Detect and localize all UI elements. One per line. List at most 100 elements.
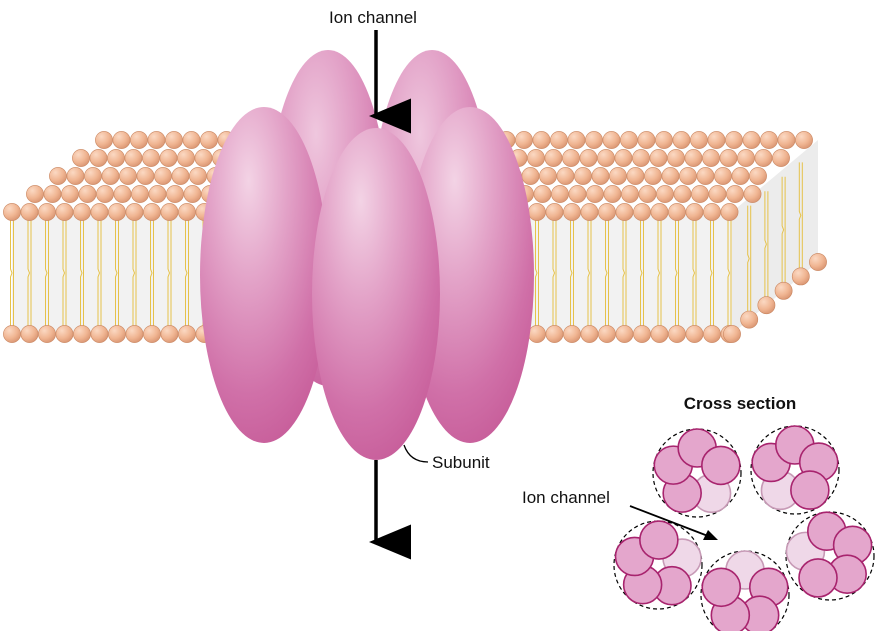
lipid-head-top: [650, 203, 669, 221]
lipid-head-top: [183, 185, 202, 203]
lipid-head-top: [147, 131, 166, 149]
lipid-head-bottom: [125, 325, 144, 343]
lipid-head-top: [194, 149, 213, 167]
lipid-tail: [97, 220, 102, 326]
lipid-head-top: [3, 203, 21, 221]
subunit-label: Subunit: [432, 453, 490, 472]
cross-ion-channel-label: Ion channel: [522, 488, 610, 507]
lipid-head-top: [626, 167, 645, 185]
lipid-head-top: [632, 149, 650, 167]
lipid-head-top: [597, 149, 615, 167]
lipid-tail: [27, 220, 32, 326]
lipid-head-top: [615, 203, 634, 221]
lipid-head-top: [649, 149, 668, 167]
lipid-head-top: [679, 167, 697, 185]
lipid-head-top: [171, 167, 190, 185]
lipid-head-top: [556, 167, 575, 185]
lipid-head-top: [38, 203, 56, 221]
lipid-head-top: [690, 131, 708, 149]
ion-channel-label: Ion channel: [329, 8, 417, 27]
lipid-head-bottom: [178, 325, 196, 343]
lipid-head-top: [532, 131, 551, 149]
lipid-head-top: [579, 149, 598, 167]
cross-subunit: [639, 520, 679, 560]
lipid-head-top: [108, 203, 126, 221]
lipid-head-top: [26, 185, 44, 203]
lipid-head-top: [200, 131, 218, 149]
lipid-head-top: [580, 203, 599, 221]
lipid-head-top: [154, 167, 172, 185]
lipid-head-top: [72, 149, 90, 167]
lipid-tail: [132, 220, 137, 326]
lipid-head-top: [563, 203, 581, 221]
lipid-head-top: [749, 167, 767, 185]
lipid-head-top: [182, 131, 201, 149]
lipid-head-top: [568, 185, 587, 203]
lipid-head-top: [633, 203, 651, 221]
lipid-head-top: [166, 185, 184, 203]
lipid-head-top: [638, 185, 657, 203]
lipid-tail: [622, 220, 627, 326]
lipid-head-top: [742, 131, 761, 149]
lipid-head-top: [586, 185, 604, 203]
lipid-tail: [587, 220, 592, 326]
lipid-head-top: [760, 131, 778, 149]
lipid-head-bottom: [55, 325, 74, 343]
lipid-tail: [657, 220, 662, 326]
lipid-head-top: [754, 149, 773, 167]
lipid-head-top: [703, 203, 721, 221]
lipid-head-bottom: [563, 325, 581, 343]
lipid-head-top: [527, 149, 545, 167]
lipid-head-top: [521, 167, 540, 185]
lipid-head-top: [795, 131, 813, 149]
lipid-head-top: [598, 203, 616, 221]
lipid-head-bottom: [143, 325, 161, 343]
lipid-head-top: [614, 149, 633, 167]
lipid-head-top: [49, 167, 67, 185]
lipid-head-top: [165, 131, 183, 149]
lipid-head-top: [672, 131, 691, 149]
cross-subunit: [790, 470, 830, 510]
cross-channel-outline: [785, 511, 875, 601]
lipid-tail: [10, 220, 14, 326]
lipid-head-top: [684, 149, 703, 167]
lipid-head-top: [544, 149, 563, 167]
lipid-head-top: [95, 131, 113, 149]
lipid-head-top: [609, 167, 627, 185]
lipid-tail: [535, 220, 539, 326]
cross-subunit: [798, 558, 838, 598]
lipid-head-bottom: [90, 325, 109, 343]
lipid-head-top: [772, 149, 790, 167]
lipid-tail: [747, 205, 752, 312]
subunit-left: [200, 107, 328, 443]
lipid-head-side-bottom: [757, 296, 776, 315]
lipid-head-top: [96, 185, 114, 203]
lipid-head-top: [84, 167, 102, 185]
lipid-head-top: [777, 131, 796, 149]
lipid-head-top: [177, 149, 195, 167]
lipid-head-top: [78, 185, 97, 203]
lipid-head-top: [61, 185, 79, 203]
lipid-head-top: [621, 185, 639, 203]
lipid-head-top: [89, 149, 108, 167]
lipid-head-top: [551, 185, 569, 203]
lipid-head-top: [567, 131, 586, 149]
lipid-tail: [710, 220, 714, 326]
lipid-head-top: [637, 131, 656, 149]
lipid-head-bottom: [3, 325, 21, 343]
lipid-head-top: [743, 185, 762, 203]
lipid-tail: [692, 220, 697, 326]
lipid-head-side-bottom: [774, 281, 793, 300]
lipid-tail: [605, 220, 609, 326]
lipid-head-top: [131, 185, 149, 203]
cross-ion-channel-pointer: [629, 505, 709, 537]
lipid-head-top: [661, 167, 680, 185]
lipid-head-top: [691, 185, 709, 203]
cross-subunit: [701, 445, 741, 486]
lipid-head-top: [43, 185, 62, 203]
lipid-head-top: [528, 203, 546, 221]
lipid-head-top: [125, 203, 144, 221]
lipid-tail: [675, 220, 679, 326]
lipid-head-top: [620, 131, 638, 149]
